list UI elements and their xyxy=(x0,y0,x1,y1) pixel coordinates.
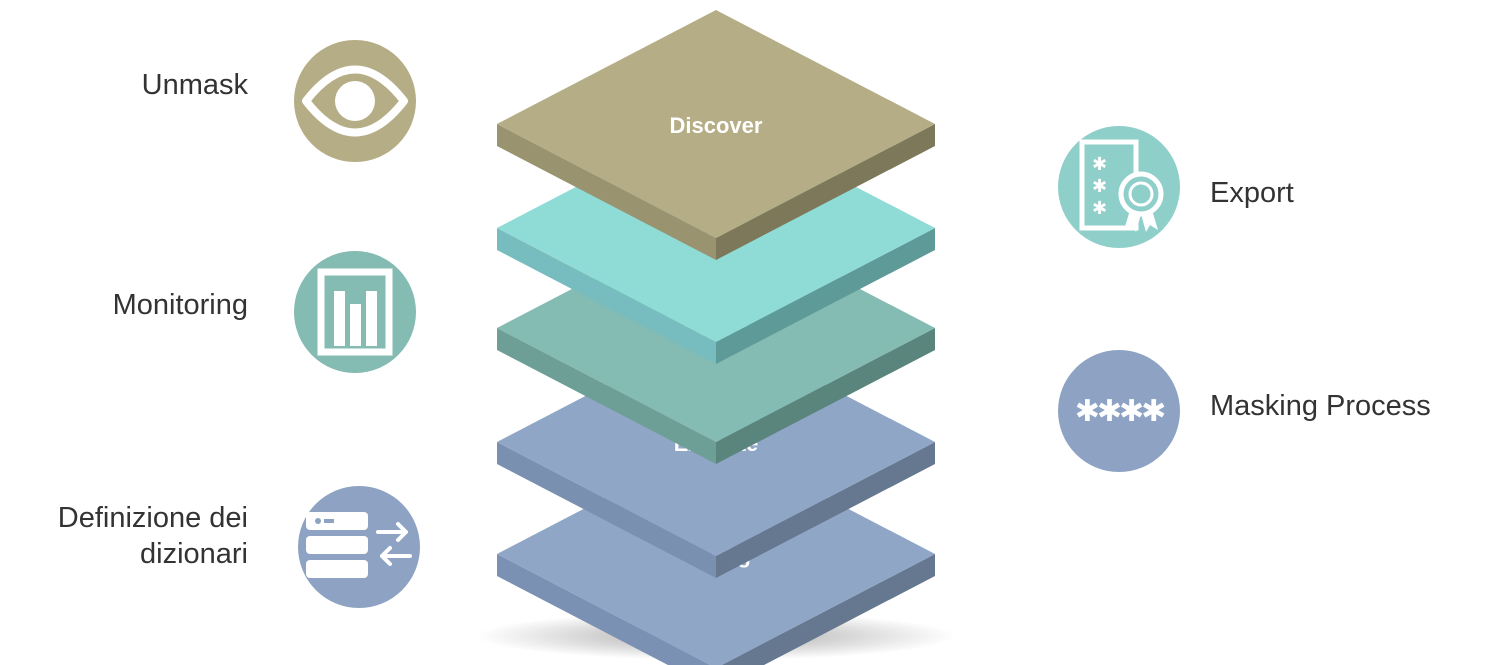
bar-chart-icon xyxy=(294,251,416,373)
layer-right-face xyxy=(716,442,935,578)
layer-right-face xyxy=(716,228,935,364)
dictionary-definition-label: Definizione dei dizionari xyxy=(57,502,248,570)
svg-text:✱: ✱ xyxy=(1092,176,1107,197)
unmask-label: Unmask xyxy=(141,69,248,101)
layer-top-face xyxy=(497,10,935,238)
svg-text:✱: ✱ xyxy=(1092,198,1107,219)
layer-left-face xyxy=(497,228,716,364)
layer-right-face xyxy=(721,554,935,665)
masking-process-label: Masking Process xyxy=(1210,390,1431,422)
layer-label: Discover xyxy=(670,113,763,138)
certificate-icon: ✱ ✱ ✱ xyxy=(1058,126,1180,248)
database-transfer-icon xyxy=(298,486,420,608)
layer-left-face xyxy=(497,124,716,260)
svg-text:✱: ✱ xyxy=(1092,154,1107,175)
layer-left-face xyxy=(497,328,716,464)
asterisks-icon: ✱✱✱✱ xyxy=(1058,350,1180,472)
layer-left-face xyxy=(497,442,716,578)
eye-icon xyxy=(294,40,416,162)
layer-right-face xyxy=(716,328,935,464)
svg-text:✱✱✱✱: ✱✱✱✱ xyxy=(1075,394,1165,429)
layer-discover: Discover xyxy=(497,10,935,260)
layer-right-face xyxy=(716,124,935,260)
export-label: Export xyxy=(1210,177,1294,209)
monitoring-label: Monitoring xyxy=(112,289,248,321)
